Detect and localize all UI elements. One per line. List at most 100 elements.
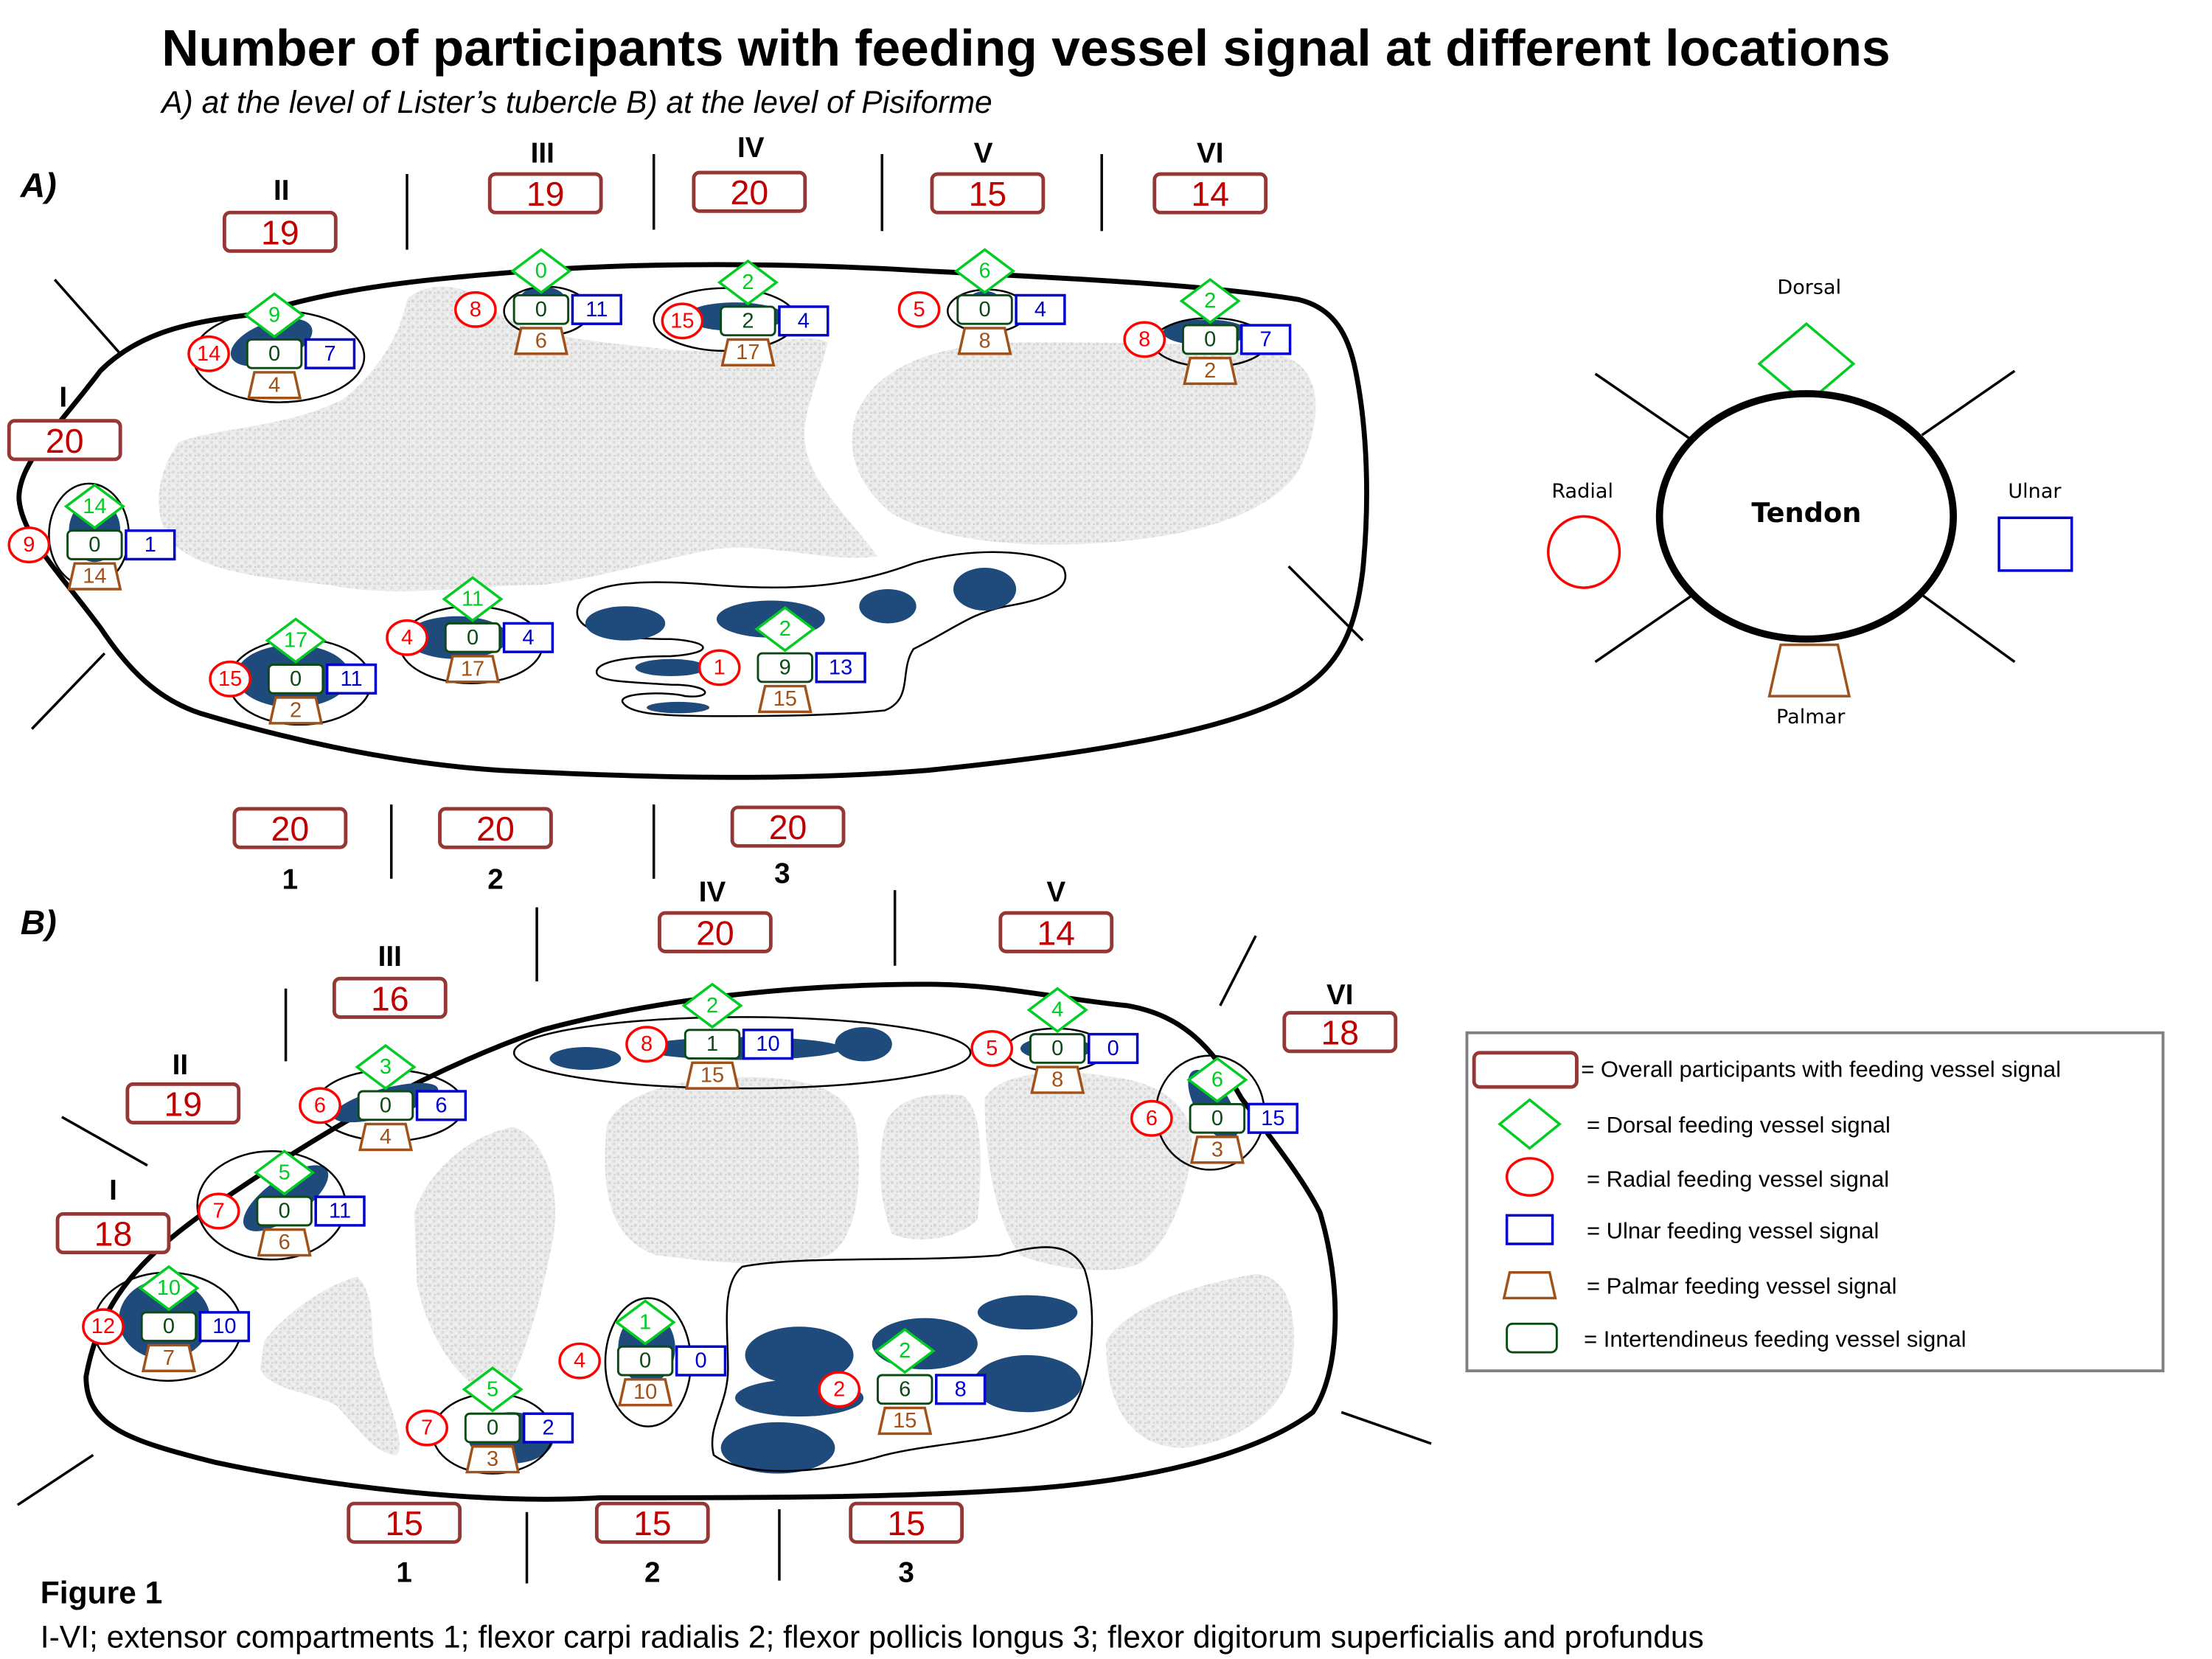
- radial-marker: [897, 291, 941, 328]
- total-box: [930, 172, 1046, 215]
- radial-marker: [406, 1409, 448, 1447]
- figure-title: Number of participants with feeding vess…: [161, 19, 1890, 77]
- intertendineus-value: 0: [380, 1093, 392, 1117]
- palmar-value: 6: [535, 329, 547, 352]
- palmar-marker: [757, 684, 813, 714]
- dorsal-value: 3: [380, 1055, 392, 1079]
- legend: = Overall participants with feeding vess…: [1465, 1031, 2165, 1373]
- compartment-label: III: [378, 941, 402, 973]
- intertendineus-marker: [1182, 324, 1239, 355]
- compartment-label: V: [974, 138, 993, 170]
- radial-value: 8: [1138, 327, 1150, 351]
- total-box: [658, 911, 773, 953]
- radial-value: 4: [574, 1349, 585, 1373]
- radial-marker: [82, 1308, 125, 1346]
- bone-pisiform: [1106, 1273, 1294, 1448]
- intertendineus-value: 0: [268, 342, 280, 366]
- dorsal-value: 14: [83, 495, 106, 518]
- key-palmar-trapezoid: [1767, 643, 1851, 698]
- compartment-label: 2: [487, 863, 504, 895]
- dorsal-marker: [138, 1265, 200, 1312]
- key-radial-circle: [1547, 515, 1621, 589]
- intertendineus-value: 0: [978, 298, 990, 321]
- palmar-value: 15: [700, 1064, 724, 1088]
- dorsal-value: 6: [1211, 1068, 1223, 1092]
- palmar-value: 17: [461, 657, 484, 681]
- dorsal-value: 10: [157, 1276, 181, 1300]
- intertendineus-marker: [256, 1195, 313, 1227]
- orientation-key: Dorsal Tendon Radial Ulnar Palmar: [1547, 276, 2073, 728]
- radial-value: 8: [641, 1032, 653, 1056]
- ulnar-marker: [815, 652, 866, 684]
- palmar-marker: [877, 1406, 933, 1436]
- legend-radial-swatch: [1505, 1157, 1554, 1197]
- ulnar-marker: [314, 1195, 366, 1227]
- dorsal-marker: [1026, 987, 1088, 1033]
- radial-marker: [1123, 321, 1166, 358]
- intertendineus-marker: [956, 294, 1013, 325]
- palmar-marker: [957, 327, 1012, 355]
- key-tendon-label: Tendon: [1751, 497, 1861, 529]
- ulnar-marker: [125, 529, 176, 561]
- total-value: 20: [46, 422, 84, 460]
- legend-intertendineus-swatch: [1506, 1322, 1558, 1354]
- legend-ulnar-text: = Ulnar feeding vessel signal: [1587, 1217, 1879, 1243]
- radial-value: 5: [913, 298, 925, 321]
- sheath-flexor-a3: [576, 551, 1067, 717]
- panel-a: A): [7, 132, 1369, 895]
- key-label-dorsal: Dorsal: [1777, 276, 1841, 299]
- intertendineus-value: 0: [487, 1416, 498, 1440]
- palmar-marker: [257, 1228, 312, 1257]
- compartment-label: II: [173, 1049, 188, 1081]
- radial-value: 15: [218, 667, 242, 691]
- ulnar-value: 0: [1107, 1037, 1119, 1060]
- key-line: [1921, 369, 2016, 437]
- tendon: [642, 1037, 843, 1060]
- radial-marker: [454, 291, 497, 328]
- intertendineus-marker: [444, 622, 501, 653]
- legend-radial-text: = Radial feeding vessel signal: [1587, 1166, 1889, 1192]
- figure-label: Figure 1: [41, 1576, 163, 1611]
- total-value: 20: [731, 173, 769, 212]
- dorsal-marker: [614, 1299, 676, 1346]
- palmar-value: 10: [633, 1380, 657, 1404]
- radial-value: 5: [986, 1037, 998, 1060]
- radial-marker: [187, 335, 230, 372]
- palmar-value: 3: [487, 1447, 498, 1471]
- legend-palmar-text: = Palmar feeding vessel signal: [1587, 1273, 1896, 1299]
- radial-marker: [970, 1030, 1014, 1067]
- tendon: [647, 701, 710, 714]
- tendon: [585, 606, 666, 641]
- ulnar-marker: [1240, 324, 1292, 355]
- total-box: [438, 807, 553, 849]
- tendon: [745, 1326, 854, 1384]
- total-value: 20: [696, 914, 734, 952]
- intertendineus-marker: [1189, 1102, 1246, 1134]
- intertendineus-value: 6: [899, 1377, 911, 1401]
- ulnar-marker: [778, 305, 830, 337]
- dorsal-value: 2: [1204, 289, 1216, 313]
- intertendineus-value: 1: [706, 1032, 718, 1056]
- bone-capitate: [605, 1077, 859, 1264]
- ulnar-value: 13: [829, 655, 852, 679]
- dorsal-value: 4: [1051, 998, 1063, 1022]
- total-box: [7, 419, 122, 462]
- ulnar-value: 11: [585, 298, 608, 321]
- wrist-outline-a: [16, 262, 1369, 780]
- legend-dorsal-swatch: [1498, 1098, 1562, 1150]
- dorsal-value: 2: [899, 1339, 911, 1363]
- palmar-marker: [445, 655, 501, 684]
- dorsal-value: 2: [742, 271, 754, 294]
- tendon: [859, 589, 917, 624]
- total-box: [849, 1501, 964, 1544]
- ulnar-value: 1: [145, 533, 156, 557]
- dorsal-value: 6: [978, 260, 990, 283]
- palmar-marker: [685, 1061, 740, 1090]
- compartment-label: V: [1046, 877, 1065, 908]
